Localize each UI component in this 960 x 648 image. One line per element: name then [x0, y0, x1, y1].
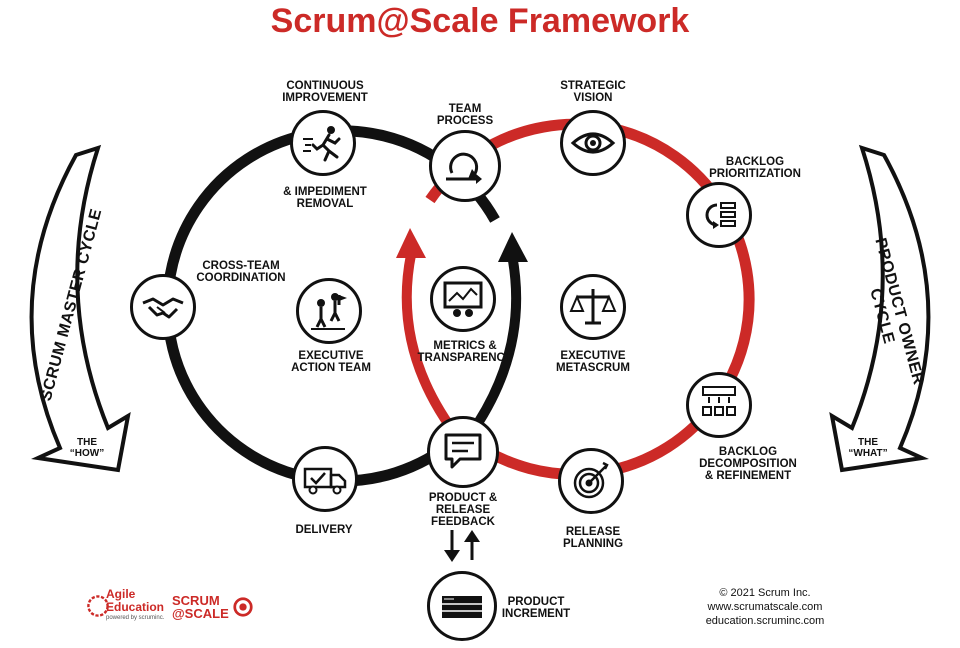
- metrics-node: [430, 266, 496, 332]
- release-planning-node: [558, 448, 624, 514]
- executive-metascrum-node: [560, 274, 626, 340]
- globe-icon: [87, 595, 109, 617]
- label-line: METRICS &: [433, 340, 497, 352]
- target-dart-icon: [573, 461, 609, 499]
- label-line: CONTINUOUS: [286, 80, 364, 92]
- eye-icon: [570, 132, 616, 154]
- label-line: TEAM: [448, 103, 482, 115]
- footer-info: © 2021 Scrum Inc. www.scrumatscale.com e…: [690, 586, 840, 628]
- label-line: PRIORITIZATION: [709, 168, 801, 180]
- label-line: VISION: [573, 92, 613, 104]
- label-line: ACTION TEAM: [291, 362, 371, 374]
- product-release-feedback-label: PRODUCT & RELEASE FEEDBACK: [410, 492, 516, 528]
- stacked-boxes-icon: [442, 596, 482, 618]
- powered-by-text: powered by scruminc.: [106, 615, 165, 621]
- label-line: DECOMPOSITION: [699, 458, 797, 470]
- label-line: METASCRUM: [556, 362, 630, 374]
- delivery-label: DELIVERY: [295, 524, 353, 536]
- continuous-improvement-node: [290, 110, 356, 176]
- backlog-decomposition-label: BACKLOG DECOMPOSITION & REFINEMENT: [688, 446, 808, 482]
- label-line: & IMPEDIMENT: [283, 186, 367, 198]
- scrum-text: SCRUM: [172, 593, 220, 608]
- the-text: THE: [858, 437, 878, 448]
- metrics-transparency-label: METRICS & TRANSPARENCY: [410, 340, 520, 364]
- website-link[interactable]: www.scrumatscale.com: [707, 601, 823, 613]
- what-text: “WHAT”: [848, 448, 888, 459]
- product-owner-cycle-arrow: [829, 144, 931, 473]
- release-planning-label: RELEASE PLANNING: [548, 526, 638, 550]
- up-arrowhead: [464, 530, 480, 542]
- balance-scale-icon: [569, 289, 617, 325]
- label-line: REMOVAL: [296, 198, 354, 210]
- product-increment-node: [427, 571, 497, 641]
- presentation-board-icon: [443, 281, 483, 317]
- delivery-truck-icon: [303, 467, 347, 495]
- red-arrowhead: [396, 228, 426, 258]
- scrum-master-cycle-arrow: [29, 144, 131, 473]
- down-arrowhead: [444, 550, 460, 562]
- cross-team-coordination-node: [130, 274, 196, 340]
- page-title: Scrum@Scale Framework: [270, 2, 690, 40]
- label-line: BACKLOG: [725, 156, 785, 168]
- copyright-text: © 2021 Scrum Inc.: [719, 587, 811, 599]
- continuous-improvement-label: CONTINUOUS IMPROVEMENT: [270, 80, 380, 104]
- label-line: RELEASE: [565, 526, 621, 538]
- product-increment-label: PRODUCT INCREMENT: [496, 596, 576, 620]
- speech-bubble-icon: [444, 433, 482, 469]
- product-release-feedback-node: [427, 416, 499, 488]
- label-line: CROSS-TEAM: [202, 260, 280, 272]
- label-line: & REFINEMENT: [704, 470, 792, 482]
- label-line: RELEASE: [435, 504, 491, 516]
- executive-action-node: [296, 278, 362, 344]
- backlog-prioritization-label: BACKLOG PRIORITIZATION: [700, 156, 810, 180]
- label-line: INCREMENT: [501, 608, 571, 620]
- label-line: EXECUTIVE: [560, 350, 626, 362]
- label-line: BACKLOG: [718, 446, 778, 458]
- product-owner-the: THE “WHAT”: [838, 437, 898, 459]
- handshake-icon: [142, 297, 184, 319]
- at-scale-text: @SCALE: [172, 606, 229, 621]
- scrum-at-scale-logo: SCRUM @SCALE: [172, 593, 253, 621]
- climbing-people-icon: [311, 293, 347, 330]
- the-text: THE: [77, 437, 97, 448]
- strategic-vision-label: STRATEGIC VISION: [548, 80, 638, 104]
- label-line: EXECUTIVE: [298, 350, 364, 362]
- black-inner-arrow: [465, 254, 522, 438]
- label-line: IMPROVEMENT: [282, 92, 368, 104]
- delivery-node: [292, 446, 358, 512]
- black-arrowhead: [498, 232, 528, 262]
- executive-metascrum-label: EXECUTIVE METASCRUM: [540, 350, 646, 374]
- label-line: PRODUCT: [507, 596, 565, 608]
- decomposition-grid-icon: [702, 386, 736, 416]
- label-line: COORDINATION: [196, 272, 286, 284]
- education-link[interactable]: education.scruminc.com: [705, 615, 825, 627]
- backlog-decomposition-node: [686, 372, 752, 438]
- cross-team-coordination-label: CROSS-TEAM COORDINATION: [186, 260, 296, 284]
- label-line: TRANSPARENCY: [417, 352, 513, 364]
- red-inner-arrow: [401, 248, 464, 444]
- agile-education-logo: Agile Education powered by scruminc.: [86, 585, 166, 635]
- gear-cycle-icon: [233, 597, 253, 617]
- label-line: PLANNING: [562, 538, 624, 550]
- label-line: STRATEGIC: [560, 80, 626, 92]
- cycle-arrows-icon: [446, 152, 482, 184]
- executive-action-label: EXECUTIVE ACTION TEAM: [276, 350, 386, 374]
- priority-list-icon: [705, 202, 736, 229]
- impediment-removal-label: & IMPEDIMENT REMOVAL: [268, 186, 382, 210]
- label-line: PROCESS: [436, 115, 494, 127]
- team-process-node: [429, 130, 501, 202]
- label-line: PRODUCT &: [428, 492, 498, 504]
- running-person-icon: [303, 126, 341, 162]
- label-line: FEEDBACK: [431, 516, 495, 528]
- how-text: “HOW”: [69, 448, 105, 459]
- backlog-prioritization-node: [686, 182, 752, 248]
- scrum-master-the: THE “HOW”: [62, 437, 112, 459]
- agile-text: Agile: [106, 587, 136, 601]
- strategic-vision-node: [560, 110, 626, 176]
- education-text: Education: [106, 600, 165, 614]
- team-process-label: TEAM PROCESS: [430, 103, 500, 127]
